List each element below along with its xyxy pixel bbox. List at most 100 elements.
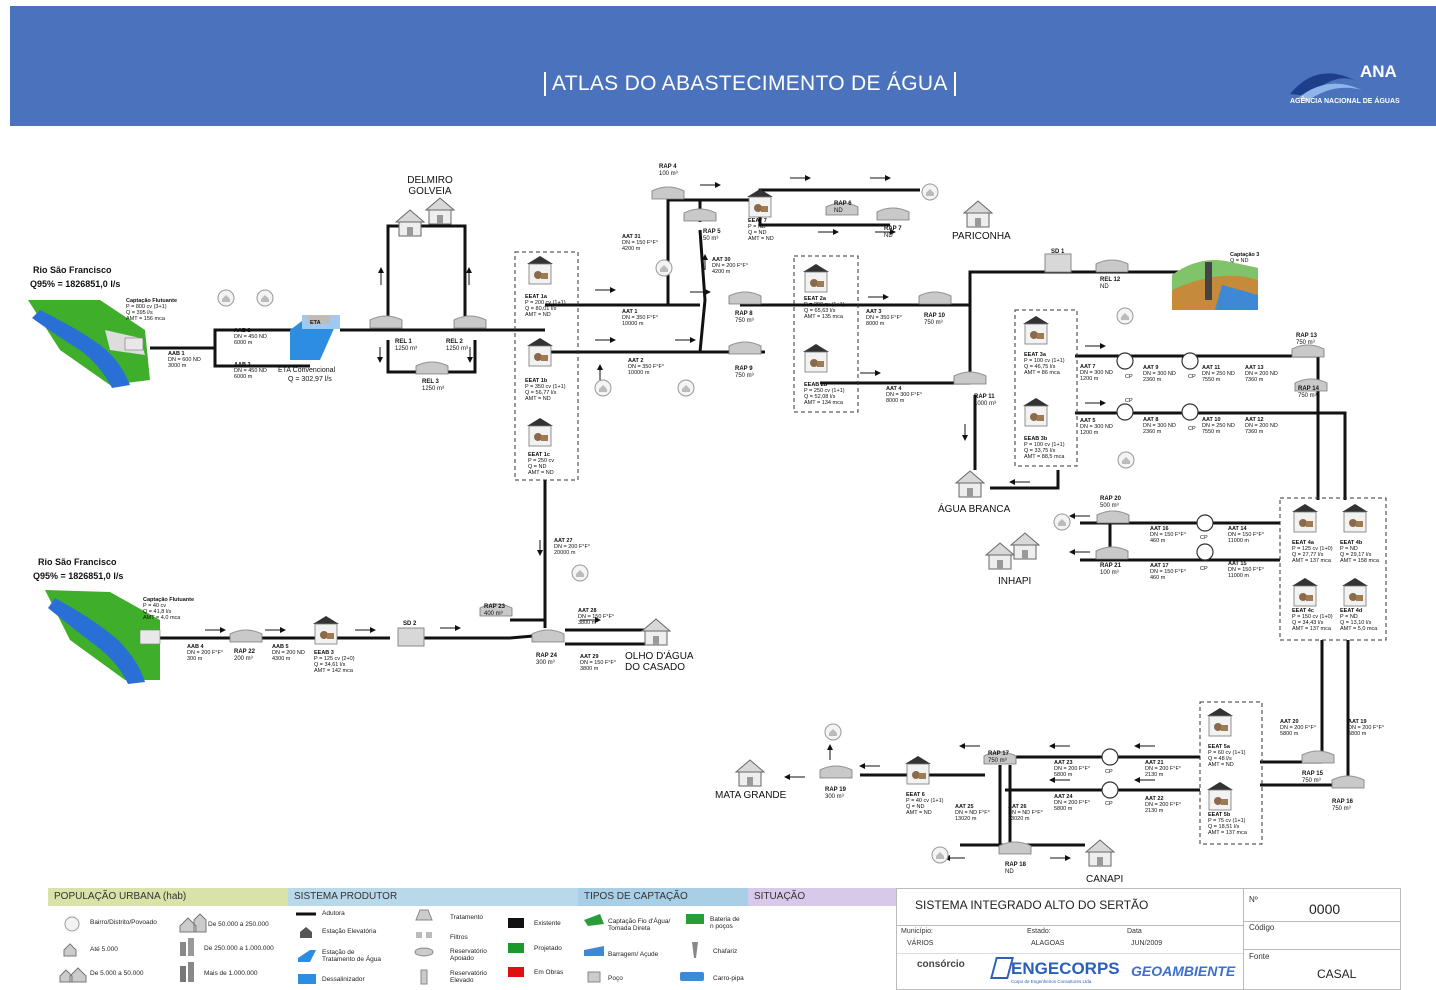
cp-6-valve <box>1196 543 1214 561</box>
canapi-icon <box>1085 839 1115 867</box>
fonte-label: Fonte <box>1249 952 1270 961</box>
legend-item-adutora: Adutora <box>322 910 345 917</box>
dessalinizador-icon <box>298 974 316 984</box>
cp-2-valve <box>1181 352 1199 370</box>
bateria-pocos-icon <box>686 914 704 924</box>
legend-item-existente: Existente <box>534 920 561 927</box>
povoado-icon-9 <box>1053 513 1071 531</box>
cp-7-valve <box>1101 748 1119 766</box>
legend-item-res-elevado: Reservatório Elevado <box>450 970 487 984</box>
legend-item-ate-5000: Até 5.000 <box>90 946 118 953</box>
chafariz-icon <box>692 942 698 958</box>
legend-item-250000-1000000: De 250.000 a 1.000.000 <box>204 945 274 952</box>
cp-label-4: CP <box>1188 426 1196 432</box>
legend-item-poco: Poço <box>608 975 623 982</box>
legend-swatch-existente <box>508 918 524 928</box>
eeat2b-icon <box>802 343 830 373</box>
legend-sistema-title: SISTEMA PRODUTOR <box>288 888 584 906</box>
eeat5b-icon <box>1206 781 1234 811</box>
legend-item-povoado: Bairro/Distrito/Povoado <box>90 919 157 926</box>
data-value: JUN/2009 <box>1131 940 1163 947</box>
pariconha-label: PARICONHA <box>952 231 1011 242</box>
inhapi-house2-icon <box>1010 532 1040 560</box>
legend-item-projetado: Projetado <box>534 945 562 952</box>
agua-branca-label: ÁGUA BRANCA <box>938 502 1011 515</box>
legend-item-estacao-elevatoria: Estação Elevatória <box>322 928 377 935</box>
station-groups <box>514 251 1387 845</box>
logo-text: ANA <box>1360 62 1397 81</box>
rel12-icon <box>1095 259 1129 273</box>
povoado-icon-12 <box>931 846 949 864</box>
rap5-icon <box>683 208 717 222</box>
eeat3b-icon <box>1022 397 1050 427</box>
rap11-icon <box>953 371 987 385</box>
legend-item-fio-dagua: Captação Fio d'Água/ Tomada Direta <box>608 918 671 932</box>
eeat5a-icon <box>1206 707 1234 737</box>
cp-label-1: CP <box>1125 374 1133 380</box>
rel1-icon <box>369 315 403 329</box>
inhapi-label: INHAPI <box>998 576 1031 587</box>
legend-item-50000-250000: De 50.000 a 250.000 <box>208 921 269 928</box>
codigo-label: Código <box>1249 923 1275 932</box>
eeat1a-icon <box>526 255 554 285</box>
rap4-icon <box>651 186 685 200</box>
estado-label: Estado: <box>1027 928 1051 935</box>
cp-label-6: CP <box>1200 566 1208 572</box>
eeat4c-icon <box>1291 577 1319 607</box>
cp-label-5: CP <box>1200 535 1208 541</box>
rap8-icon <box>728 291 762 305</box>
filtros-icon <box>416 932 422 938</box>
engecorps-subtitle: Corpo de Engenheiros Consultores Ltda. <box>1011 979 1093 984</box>
legend-item-barragem: Barragem/ Açude <box>608 951 659 958</box>
povoado-icon-10 <box>571 564 589 582</box>
rap24-icon <box>531 629 565 643</box>
legend-populacao-title: POPULAÇÃO URBANA (hab) <box>48 888 292 906</box>
rap7-icon <box>876 207 910 221</box>
pipe-network <box>150 188 1350 847</box>
rap13-icon <box>1291 344 1325 358</box>
cp-4-valve <box>1181 403 1199 421</box>
numero-label: Nº <box>1249 895 1258 904</box>
cp-label-8: CP <box>1105 801 1113 807</box>
rap10-icon <box>918 291 952 305</box>
cp-label-3: CP <box>1125 398 1133 404</box>
povoado-icon-3 <box>921 183 939 201</box>
legend-item-eta: Estação de Tratamento de Água <box>322 949 382 963</box>
elevatoria-icon <box>300 927 312 938</box>
legend-item-res-apoiado: Reservatório Apoiado <box>450 948 487 962</box>
